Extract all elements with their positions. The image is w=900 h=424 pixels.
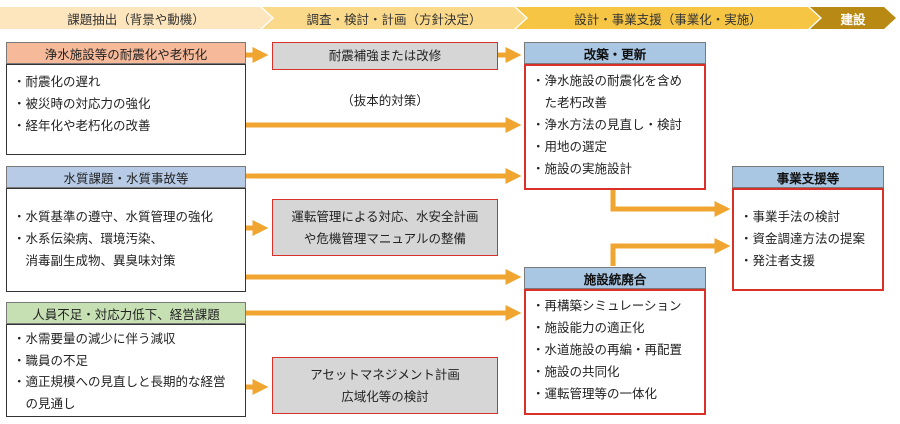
list-item: ・再構築シミュレーション: [532, 298, 682, 313]
design-header-support: 事業支援等: [732, 166, 884, 188]
issue-body-seismic: ・耐震化の遅れ ・被災時の対応力の強化 ・経年化や老朽化の改善: [6, 64, 246, 155]
issue-header-seismic: 浄水施設等の耐震化や老朽化: [6, 42, 246, 64]
phase-issue-extraction: 課題抽出（背景や動機）: [0, 7, 272, 29]
list-item: ・水系伝染病、環境汚染、: [13, 231, 164, 246]
list-item: ・浄水施設の耐震化を含め: [532, 73, 683, 88]
phase-label: 設計・事業支援（事業化・実施）: [574, 11, 762, 27]
list-item: ・水質基準の遵守、水質管理の強化: [13, 209, 214, 224]
issue-header-water-quality: 水質課題・水質事故等: [6, 166, 246, 188]
list-item: ・施設の共同化: [532, 364, 620, 379]
list-item: 消毒副生成物、異臭味対策: [13, 253, 176, 268]
arrow-renewal-to-support: [610, 190, 731, 218]
list-item: ・発注者支援: [740, 253, 816, 268]
list-item: ・施設能力の適正化: [532, 320, 645, 335]
list-item: ・経年化や老朽化の改善: [13, 118, 151, 133]
arrow-consolidation-to-support: [610, 237, 731, 266]
list-item: ・適正規模への見直しと長期的な経営: [13, 374, 226, 389]
design-header-consolidation: 施設統廃合: [524, 267, 706, 289]
list-item: ・水道施設の再編・再配置: [532, 342, 683, 357]
list-item: ・事業手法の検討: [740, 209, 841, 224]
phase-label: 建設: [840, 11, 866, 27]
phase-label: 課題抽出（背景や動機）: [67, 11, 205, 27]
list-item: ・用地の選定: [532, 139, 608, 154]
issue-body-water-quality: ・水質基準の遵守、水質管理の強化 ・水系伝染病、環境汚染、 消毒副生成物、異臭味…: [6, 188, 246, 292]
list-item: た老朽改善: [532, 95, 608, 110]
list-item: ・施設の実施設計: [532, 161, 633, 176]
list-item: ・浄水方法の見直し・検討: [532, 117, 683, 132]
design-body-support: ・事業手法の検討 ・資金調達方法の提案 ・発注者支援: [732, 188, 884, 291]
phase-design-support: 設計・事業支援（事業化・実施）: [516, 7, 820, 29]
measure-operation-management: 運転管理による対応、水安全計画 や危機管理マニュアルの整備: [272, 199, 498, 256]
list-item: ・水需要量の減少に伴う減収: [13, 331, 176, 346]
list-item: ・耐震化の遅れ: [13, 74, 101, 89]
issue-header-manpower: 人員不足・対応力低下、経営課題: [6, 302, 246, 324]
phase-label: 調査・検討・計画（方針決定）: [306, 11, 482, 27]
phase-construction: 建設: [810, 7, 896, 29]
measure-seismic-reinforcement: 耐震補強または改修: [272, 42, 498, 70]
list-item: ・職員の不足: [13, 352, 89, 368]
phase-study-planning: 調査・検討・計画（方針決定）: [262, 7, 526, 29]
measure-asset-management: アセットマネジメント計画 広域化等の検討: [272, 357, 498, 414]
list-item: の見通し: [13, 395, 76, 411]
measure-drastic-note: （抜本的対策）: [341, 93, 429, 108]
issue-body-manpower: ・水需要量の減少に伴う減収 ・職員の不足 ・適正規模への見直しと長期的な経営 の…: [6, 324, 246, 417]
list-item: ・被災時の対応力の強化: [13, 96, 151, 111]
design-body-consolidation: ・再構築シミュレーション ・施設能力の適正化 ・水道施設の再編・再配置 ・施設の…: [524, 289, 706, 415]
design-header-renewal: 改築・更新: [524, 42, 706, 64]
list-item: ・運転管理等の一体化: [532, 386, 658, 401]
design-body-renewal: ・浄水施設の耐震化を含め た老朽改善 ・浄水方法の見直し・検討 ・用地の選定 ・…: [524, 64, 706, 190]
list-item: ・資金調達方法の提案: [740, 231, 866, 246]
